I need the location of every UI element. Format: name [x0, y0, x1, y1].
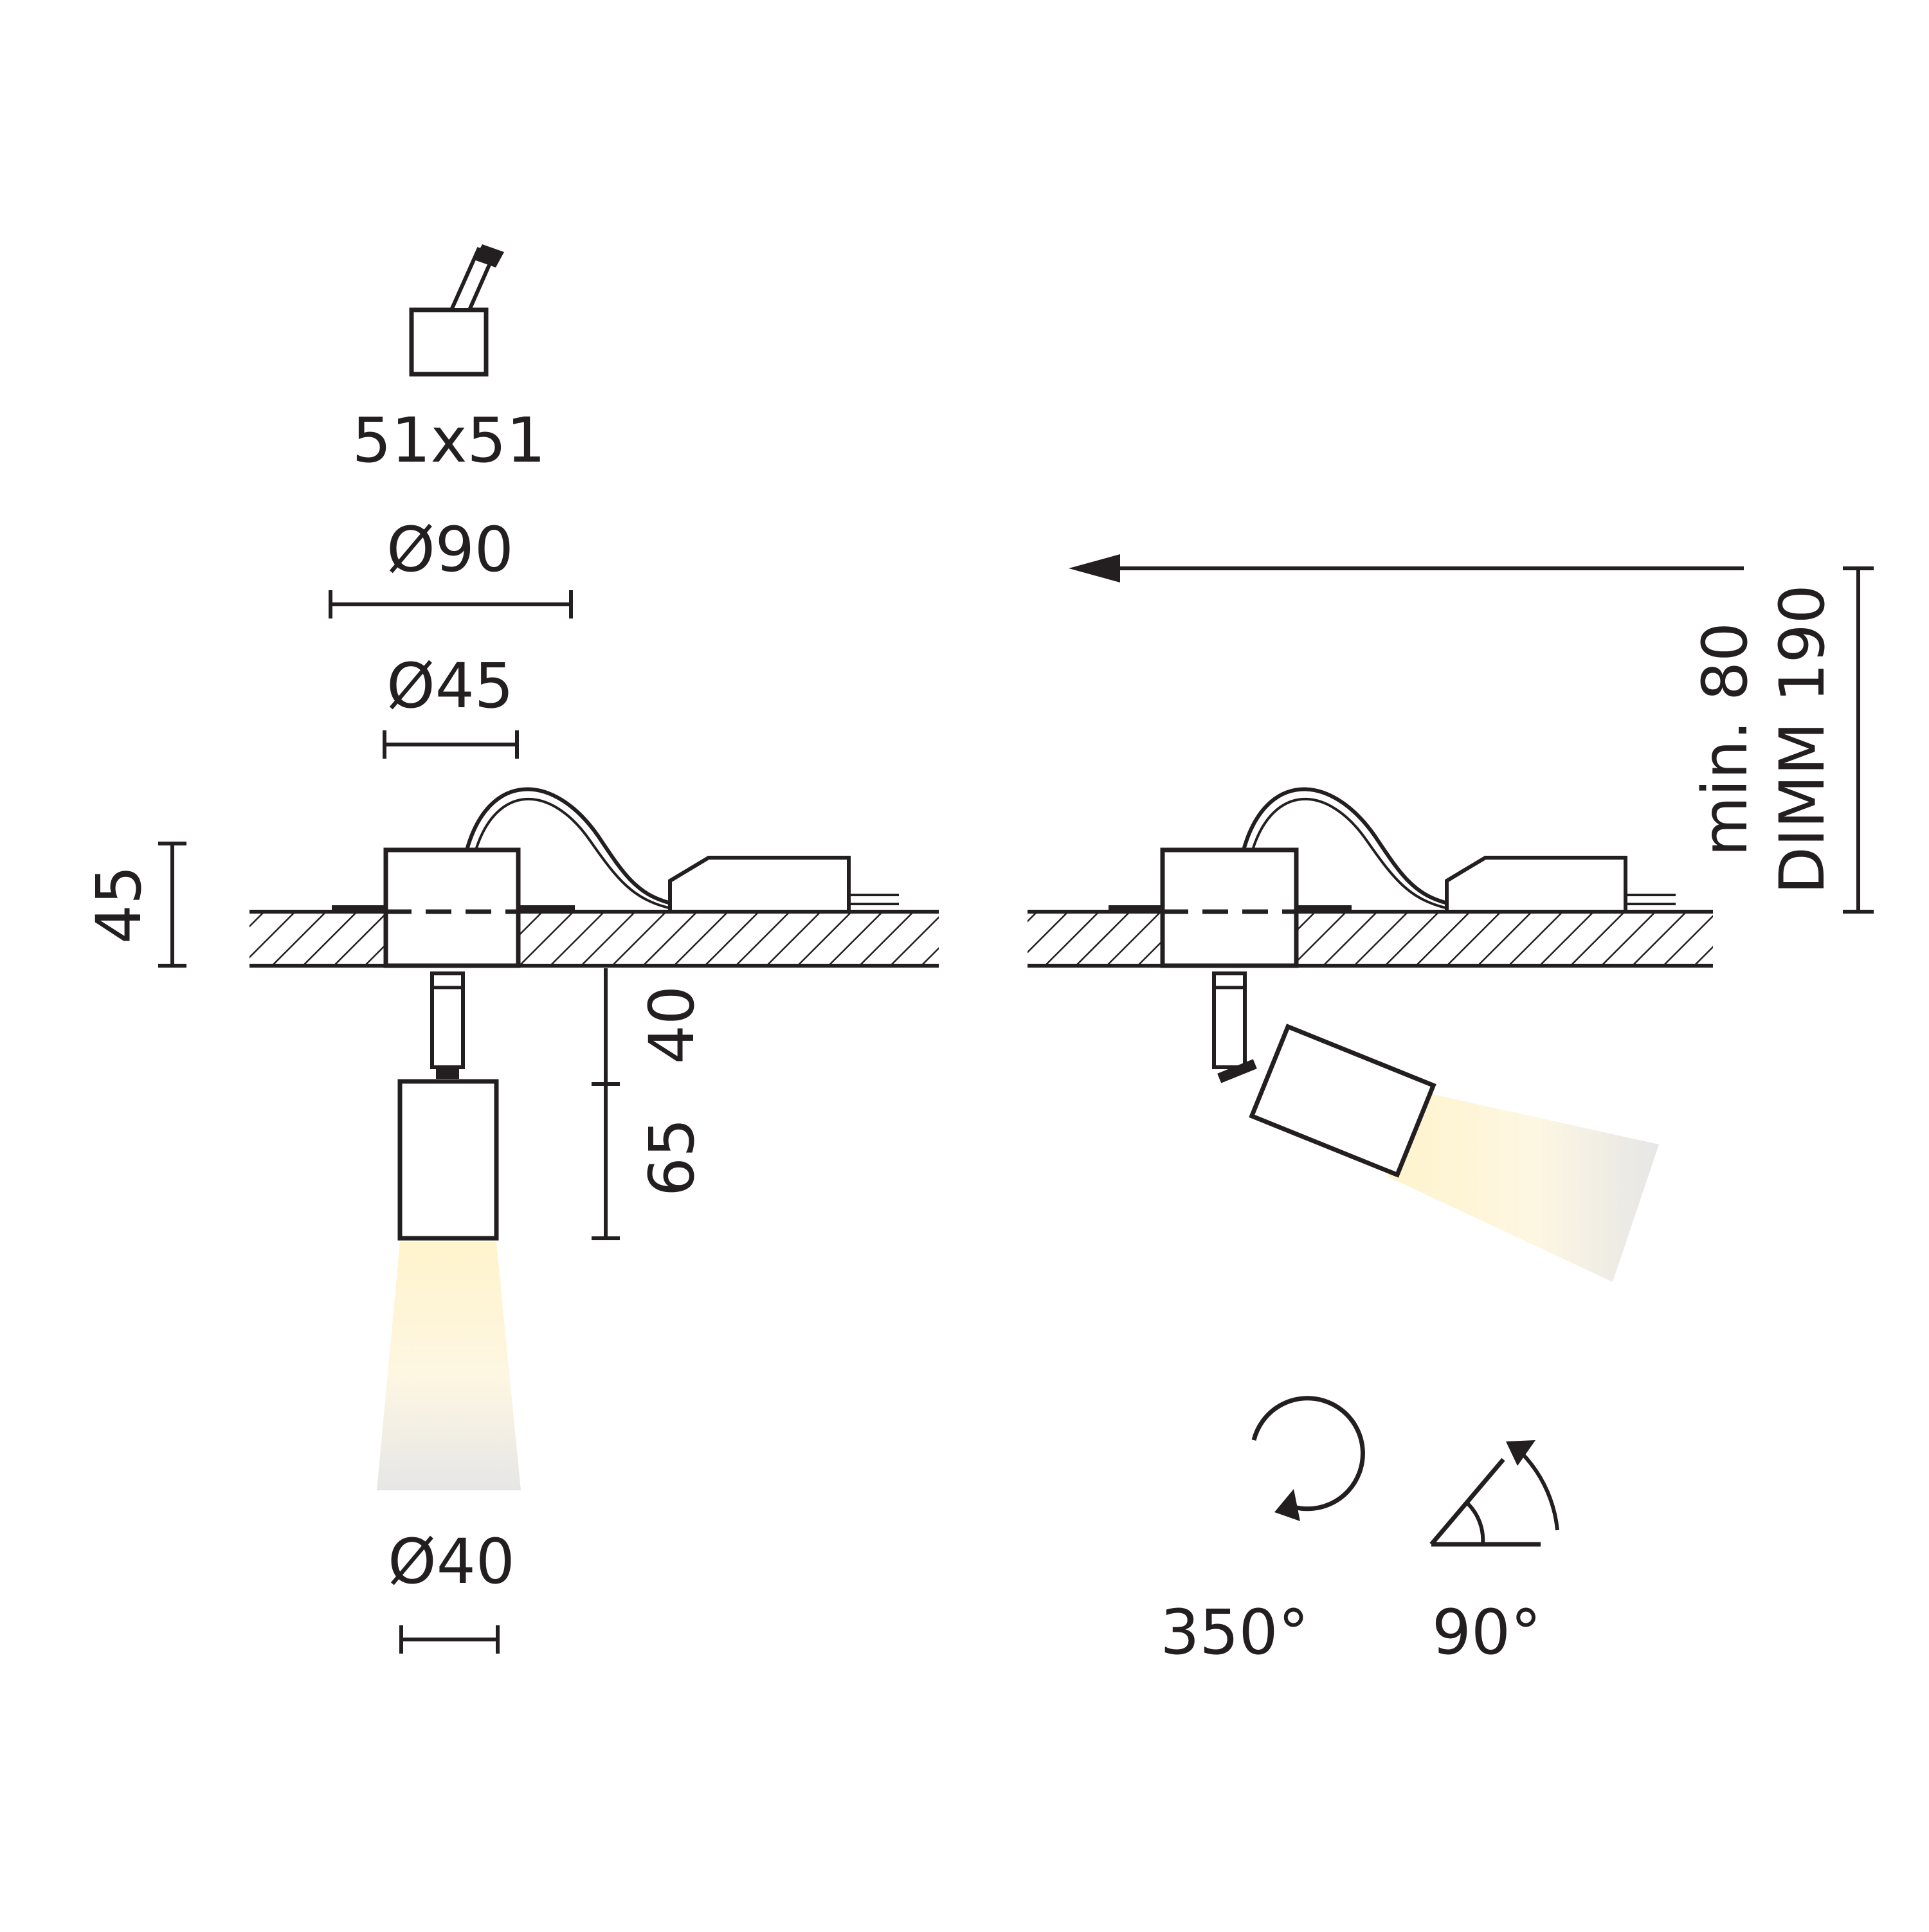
clearance-dimension-line [1843, 566, 1874, 914]
stem-head-dimension-line [592, 968, 620, 1240]
housing-right [1160, 847, 1299, 968]
outer-diameter-dimension-line [329, 590, 573, 618]
height-dimension-line [158, 842, 186, 968]
rotate-icon [1251, 1396, 1365, 1521]
cable-right [1242, 787, 1446, 909]
cutout-icon [409, 244, 504, 377]
spot-head-right [1249, 1024, 1436, 1178]
light-beam-left [377, 1242, 521, 1490]
clearance-arrow [1069, 554, 1744, 582]
outer-diameter-label: Ø90 [386, 514, 514, 586]
cutout-size-label: 51x51 [352, 404, 545, 476]
spot-stem-right [1212, 971, 1257, 1083]
ceiling-slab-left [249, 905, 939, 968]
tilt-value: 90° [1432, 1596, 1541, 1668]
height-label: 45 [83, 865, 155, 944]
head-diameter-label: Ø40 [388, 1526, 515, 1598]
rotation-value: 350° [1160, 1596, 1309, 1668]
housing-left [383, 847, 521, 968]
stem-length-label: 40 [636, 986, 708, 1064]
inner-diameter-dimension-line [383, 730, 519, 759]
spot-head-left [397, 1079, 499, 1241]
clearance-label: min. 80 [1689, 622, 1761, 856]
cable-left [465, 787, 669, 909]
head-length-label: 65 [636, 1118, 708, 1196]
spot-stem-left [430, 971, 465, 1079]
light-beam-right [1388, 1092, 1659, 1282]
ceiling-slab-right [1028, 905, 1713, 968]
clearance-dimm-label: DIMM 190 [1766, 584, 1838, 894]
tilt-icon [1429, 1440, 1559, 1547]
driver-box-left [668, 856, 899, 914]
driver-box-right [1445, 856, 1676, 914]
inner-diameter-label: Ø45 [386, 650, 514, 722]
head-diameter-dimension-line [399, 1625, 500, 1654]
